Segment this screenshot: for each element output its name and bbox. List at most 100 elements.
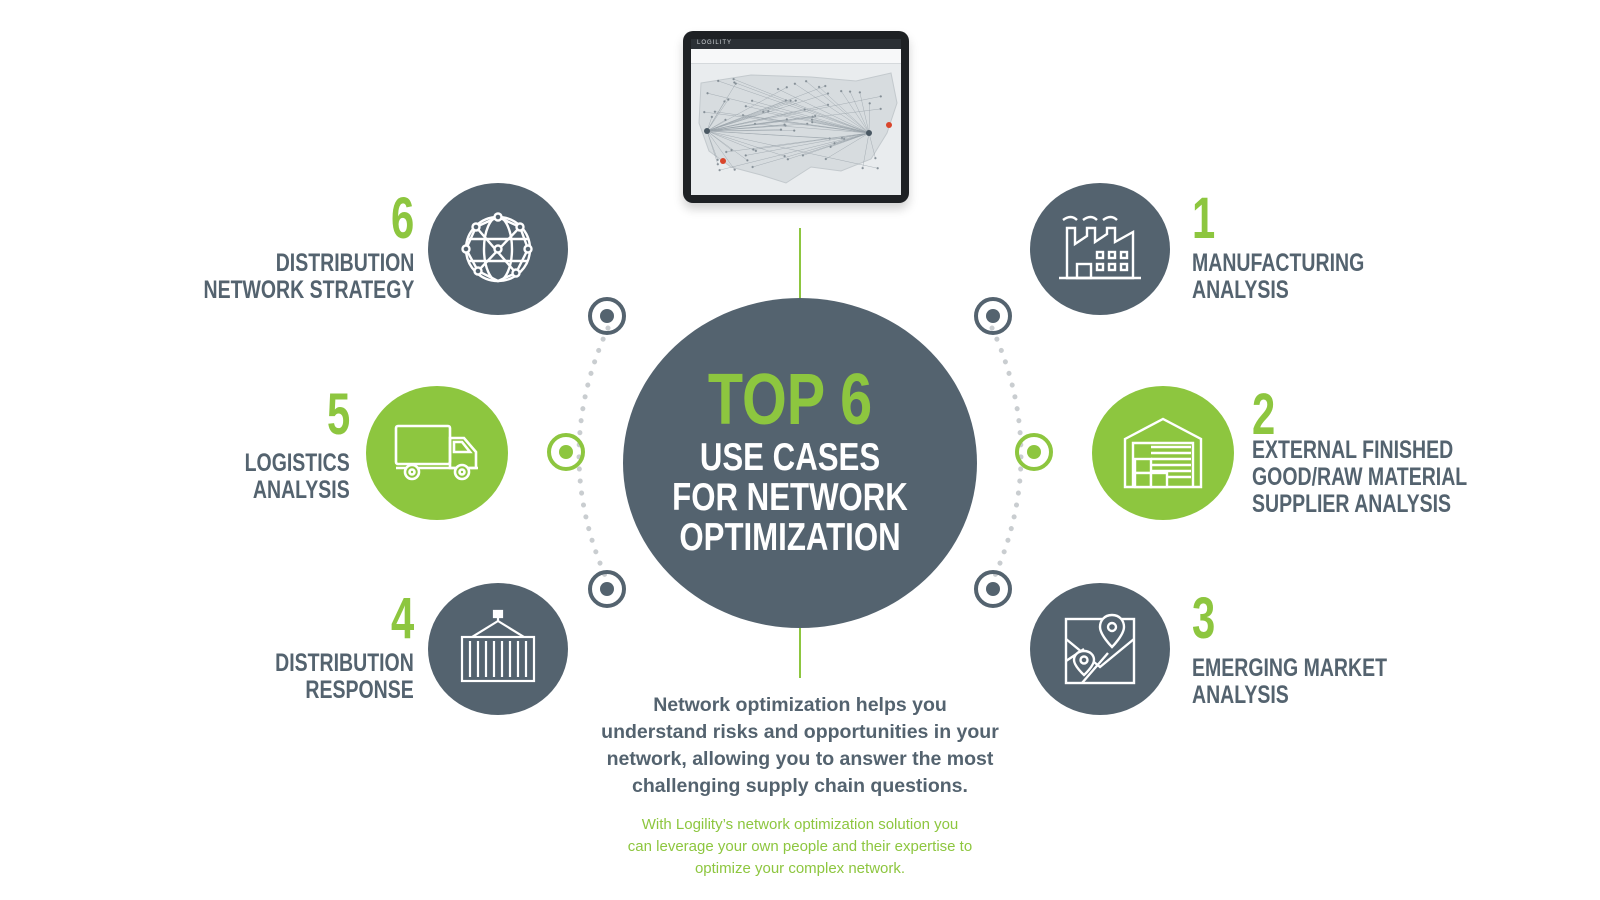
target-marker-right-middle — [1015, 433, 1053, 471]
map-node-dot — [783, 154, 786, 158]
use-case-3-label-line-2: ANALYSIS — [1192, 681, 1289, 709]
factory-icon — [1059, 215, 1141, 280]
hub-subtitle: USE CASES FOR NETWORK OPTIMIZATION — [654, 438, 926, 558]
map-route-line — [806, 81, 870, 134]
map-node-dot — [703, 110, 706, 114]
connector-line-bottom — [799, 578, 801, 678]
map-route-line — [706, 96, 881, 132]
map-route-line — [706, 111, 769, 132]
map-route-line — [706, 130, 830, 139]
map-node-dot — [879, 107, 882, 111]
connector-line-top — [799, 228, 801, 316]
description-main-line-4: challenging supply chain questions. — [632, 775, 968, 797]
map-route-line — [733, 78, 870, 134]
map-route-line — [812, 121, 870, 134]
map-route-line — [818, 86, 870, 134]
map-node-dot — [804, 80, 808, 83]
use-case-6-circle — [428, 183, 568, 315]
map-route-line — [706, 130, 719, 165]
target-marker-left-middle — [547, 433, 585, 471]
description-sub: With Logility’s network optimization sol… — [560, 814, 1040, 880]
use-case-6-label-line-1: DISTRIBUTION — [275, 249, 414, 277]
map-node-dot — [817, 85, 821, 89]
map-route-line — [706, 99, 729, 132]
use-case-3-circle — [1030, 583, 1170, 715]
shipping-container-icon — [460, 609, 536, 683]
map-node-dot — [858, 91, 862, 94]
description-main-line-3: network, allowing you to answer the most — [606, 748, 994, 770]
map-route-line — [868, 103, 870, 134]
map-node-dot — [826, 92, 830, 95]
warehouse-icon — [1123, 417, 1203, 489]
map-route-line — [834, 132, 870, 144]
hub-subtitle-line-3: OPTIMIZATION — [679, 516, 901, 559]
hub-title: TOP 6 — [707, 360, 873, 440]
map-route-line — [745, 132, 870, 156]
map-node-dot — [754, 149, 758, 153]
use-case-5-label-line-1: LOGISTICS — [244, 449, 350, 477]
use-case-5-number: 5 — [326, 382, 350, 447]
map-node-dot — [710, 115, 714, 119]
map-pin-icon — [1064, 613, 1136, 685]
map-node-dot — [776, 87, 780, 91]
use-case-2-number: 2 — [1252, 382, 1276, 447]
map-node-dot — [718, 168, 721, 172]
map-route-line — [706, 93, 829, 132]
use-case-5-circle — [366, 386, 508, 520]
truck-icon — [394, 424, 478, 481]
map-route-line — [714, 111, 870, 134]
map-route-line — [706, 87, 787, 132]
map-route-line — [859, 92, 870, 134]
map-node-dot — [783, 123, 786, 126]
use-case-2-label-line-3: SUPPLIER ANALYSIS — [1252, 490, 1452, 518]
map-route-line — [849, 91, 870, 134]
map-route-line — [706, 100, 796, 132]
map-route-line — [706, 83, 736, 132]
use-case-2-label-line-1: EXTERNAL FINISHED — [1252, 436, 1454, 464]
use-case-1-label-line-2: ANALYSIS — [1192, 276, 1289, 304]
map-route-line — [726, 132, 870, 153]
map-route-line — [706, 130, 878, 169]
use-case-4-label: DISTRIBUTION RESPONSE — [275, 650, 414, 704]
use-case-6-label: DISTRIBUTION NETWORK STRATEGY — [203, 250, 414, 304]
map-node-dot — [744, 154, 747, 157]
target-marker-left-top — [588, 297, 626, 335]
map-route-line — [734, 82, 870, 134]
map-route-line — [706, 130, 735, 170]
use-case-2-label-line-2: GOOD/RAW MATERIAL — [1252, 463, 1468, 491]
use-case-4-number: 4 — [390, 586, 414, 651]
use-case-1-number: 1 — [1192, 186, 1216, 251]
map-node-dot — [779, 128, 783, 131]
description-main-line-2: understand risks and opportunities in yo… — [601, 721, 999, 743]
target-marker-left-bottom — [588, 570, 626, 608]
map-node-dot — [741, 114, 745, 117]
map-node-dot — [725, 150, 728, 154]
map-node-dot — [785, 118, 789, 121]
map-node-dot — [746, 159, 749, 162]
map-node-dot — [751, 165, 754, 169]
map-node-dot — [801, 154, 805, 157]
map-route-line — [706, 119, 787, 132]
map-route-line — [706, 108, 881, 132]
map-node-dot — [824, 157, 828, 161]
map-route-line — [719, 132, 870, 171]
dotted-arc-right — [989, 325, 1024, 585]
use-case-4-label-line-2: RESPONSE — [305, 676, 414, 704]
map-node-dot — [761, 110, 765, 114]
map-route-line — [706, 130, 756, 152]
tablet-toolbar — [691, 49, 901, 64]
description-sub-line-1: With Logility’s network optimization sol… — [641, 816, 959, 833]
map-node-dot — [879, 95, 882, 98]
network-map-graphic — [698, 72, 898, 184]
map-node-dot — [840, 89, 843, 93]
tablet-logo: LOGILITY — [697, 40, 733, 46]
globe-network-icon — [461, 212, 533, 283]
map-node-dot — [833, 141, 836, 145]
map-node-dot — [732, 77, 735, 81]
description-main: Network optimization helps you understan… — [540, 692, 1060, 800]
tablet-header-bar: LOGILITY — [691, 39, 901, 49]
use-case-2-circle — [1092, 386, 1234, 520]
map-route-line — [704, 111, 870, 134]
hub-subtitle-line-1: USE CASES — [699, 436, 881, 479]
map-route-line — [777, 88, 870, 134]
